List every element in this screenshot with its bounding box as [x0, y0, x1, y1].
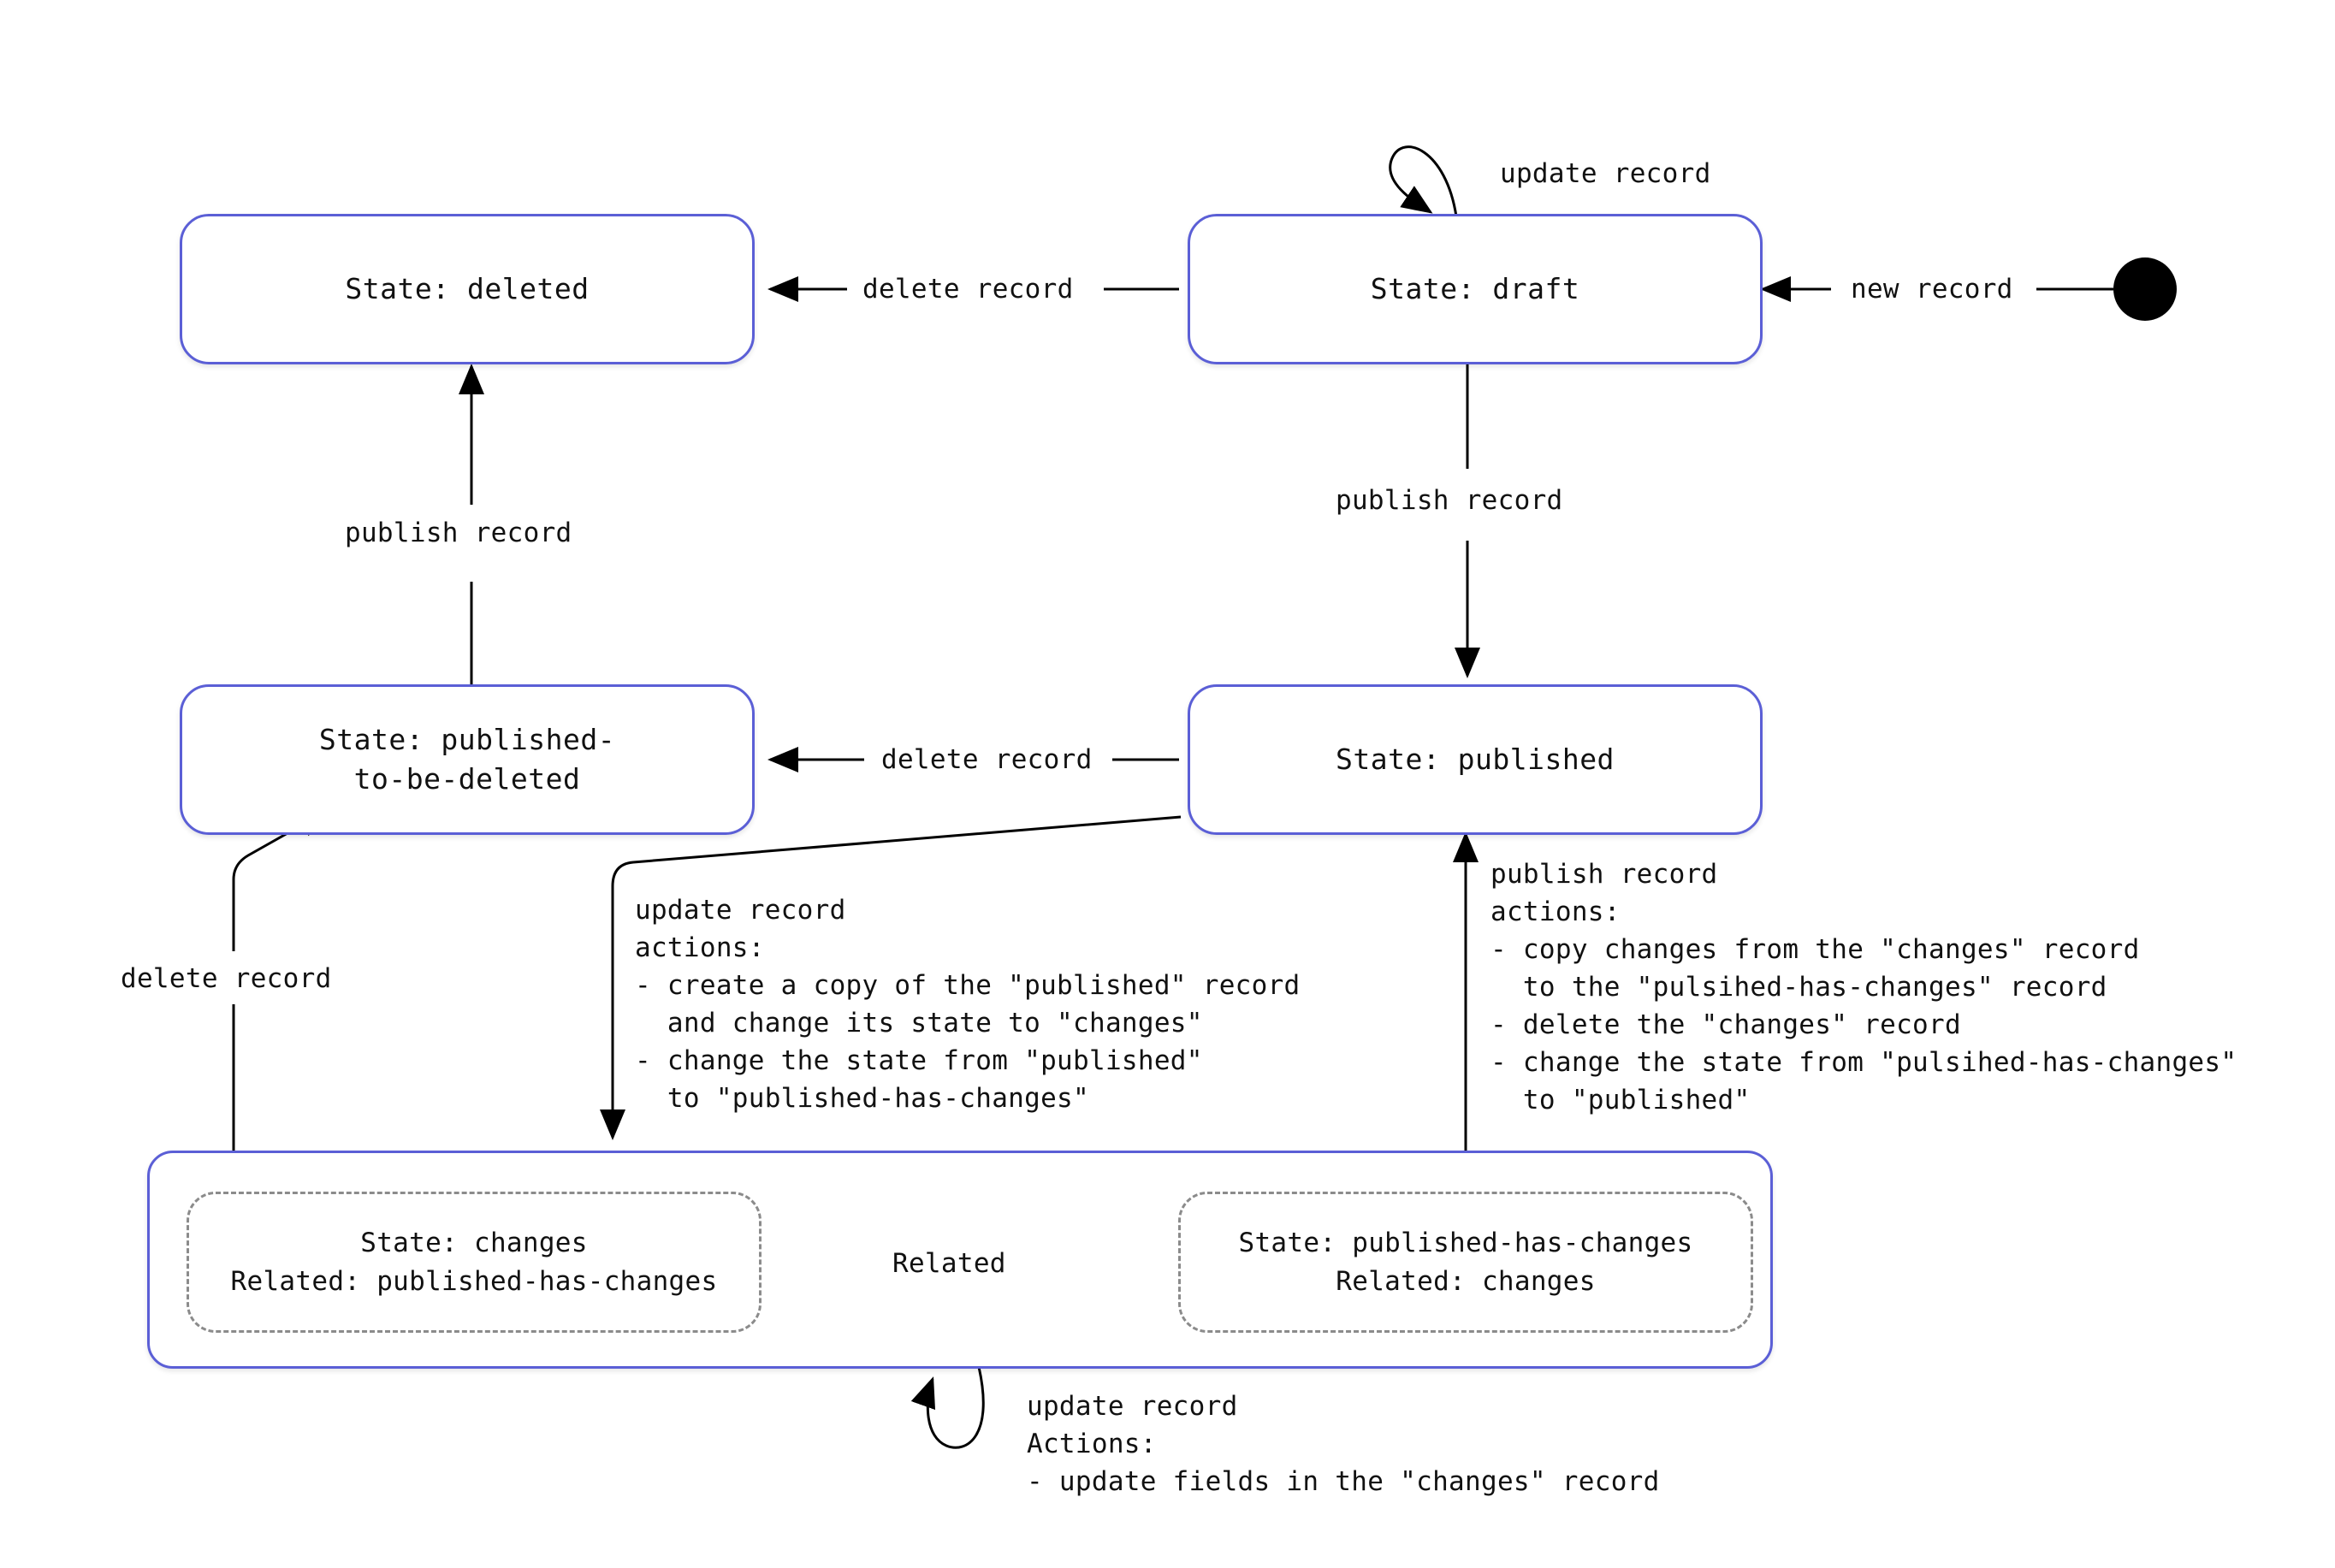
- annotation-composite-self-update: update record Actions: - update fields i…: [1027, 1391, 1660, 1497]
- edge-label-draft-delete: delete record: [856, 270, 1081, 308]
- substate-changes[interactable]: State: changes Related: published-has-ch…: [187, 1192, 762, 1333]
- state-deleted[interactable]: State: deleted: [180, 214, 755, 364]
- edge-label-draft-publish: publish record: [1329, 482, 1570, 519]
- start-node: [2113, 257, 2177, 321]
- edge-label-published-delete: delete record: [874, 741, 1099, 778]
- edge-label-draft-self-update: update record: [1493, 155, 1718, 192]
- substate-published-has-changes[interactable]: State: published-has-changes Related: ch…: [1178, 1192, 1753, 1333]
- edge-composite-delete: [232, 809, 329, 1151]
- state-deleted-label: State: deleted: [345, 272, 590, 305]
- edge-label-new-record: new record: [1844, 270, 2020, 308]
- state-draft-label: State: draft: [1370, 272, 1580, 305]
- edge-draft-self-loop: [1389, 145, 1458, 217]
- state-published[interactable]: State: published: [1188, 684, 1763, 835]
- state-published-to-be-deleted[interactable]: State: published- to-be-deleted: [180, 684, 755, 835]
- edge-composite-self-loop: [910, 1366, 985, 1449]
- annotation-published-update: update record actions: - create a copy o…: [635, 895, 1301, 1114]
- edge-label-related: Related: [886, 1245, 1013, 1282]
- state-published-to-be-deleted-label: State: published- to-be-deleted: [318, 723, 616, 796]
- annotation-composite-publish: publish record actions: - copy changes f…: [1490, 859, 2237, 1115]
- substate-changes-label: State: changes Related: published-has-ch…: [230, 1227, 718, 1297]
- edge-label-ptbd-publish: publish record: [338, 514, 579, 552]
- state-published-label: State: published: [1336, 743, 1615, 776]
- edge-label-composite-delete: delete record: [114, 960, 339, 997]
- substate-published-has-changes-label: State: published-has-changes Related: ch…: [1238, 1227, 1693, 1297]
- edge-published-update: [600, 815, 1182, 1140]
- state-draft[interactable]: State: draft: [1188, 214, 1763, 364]
